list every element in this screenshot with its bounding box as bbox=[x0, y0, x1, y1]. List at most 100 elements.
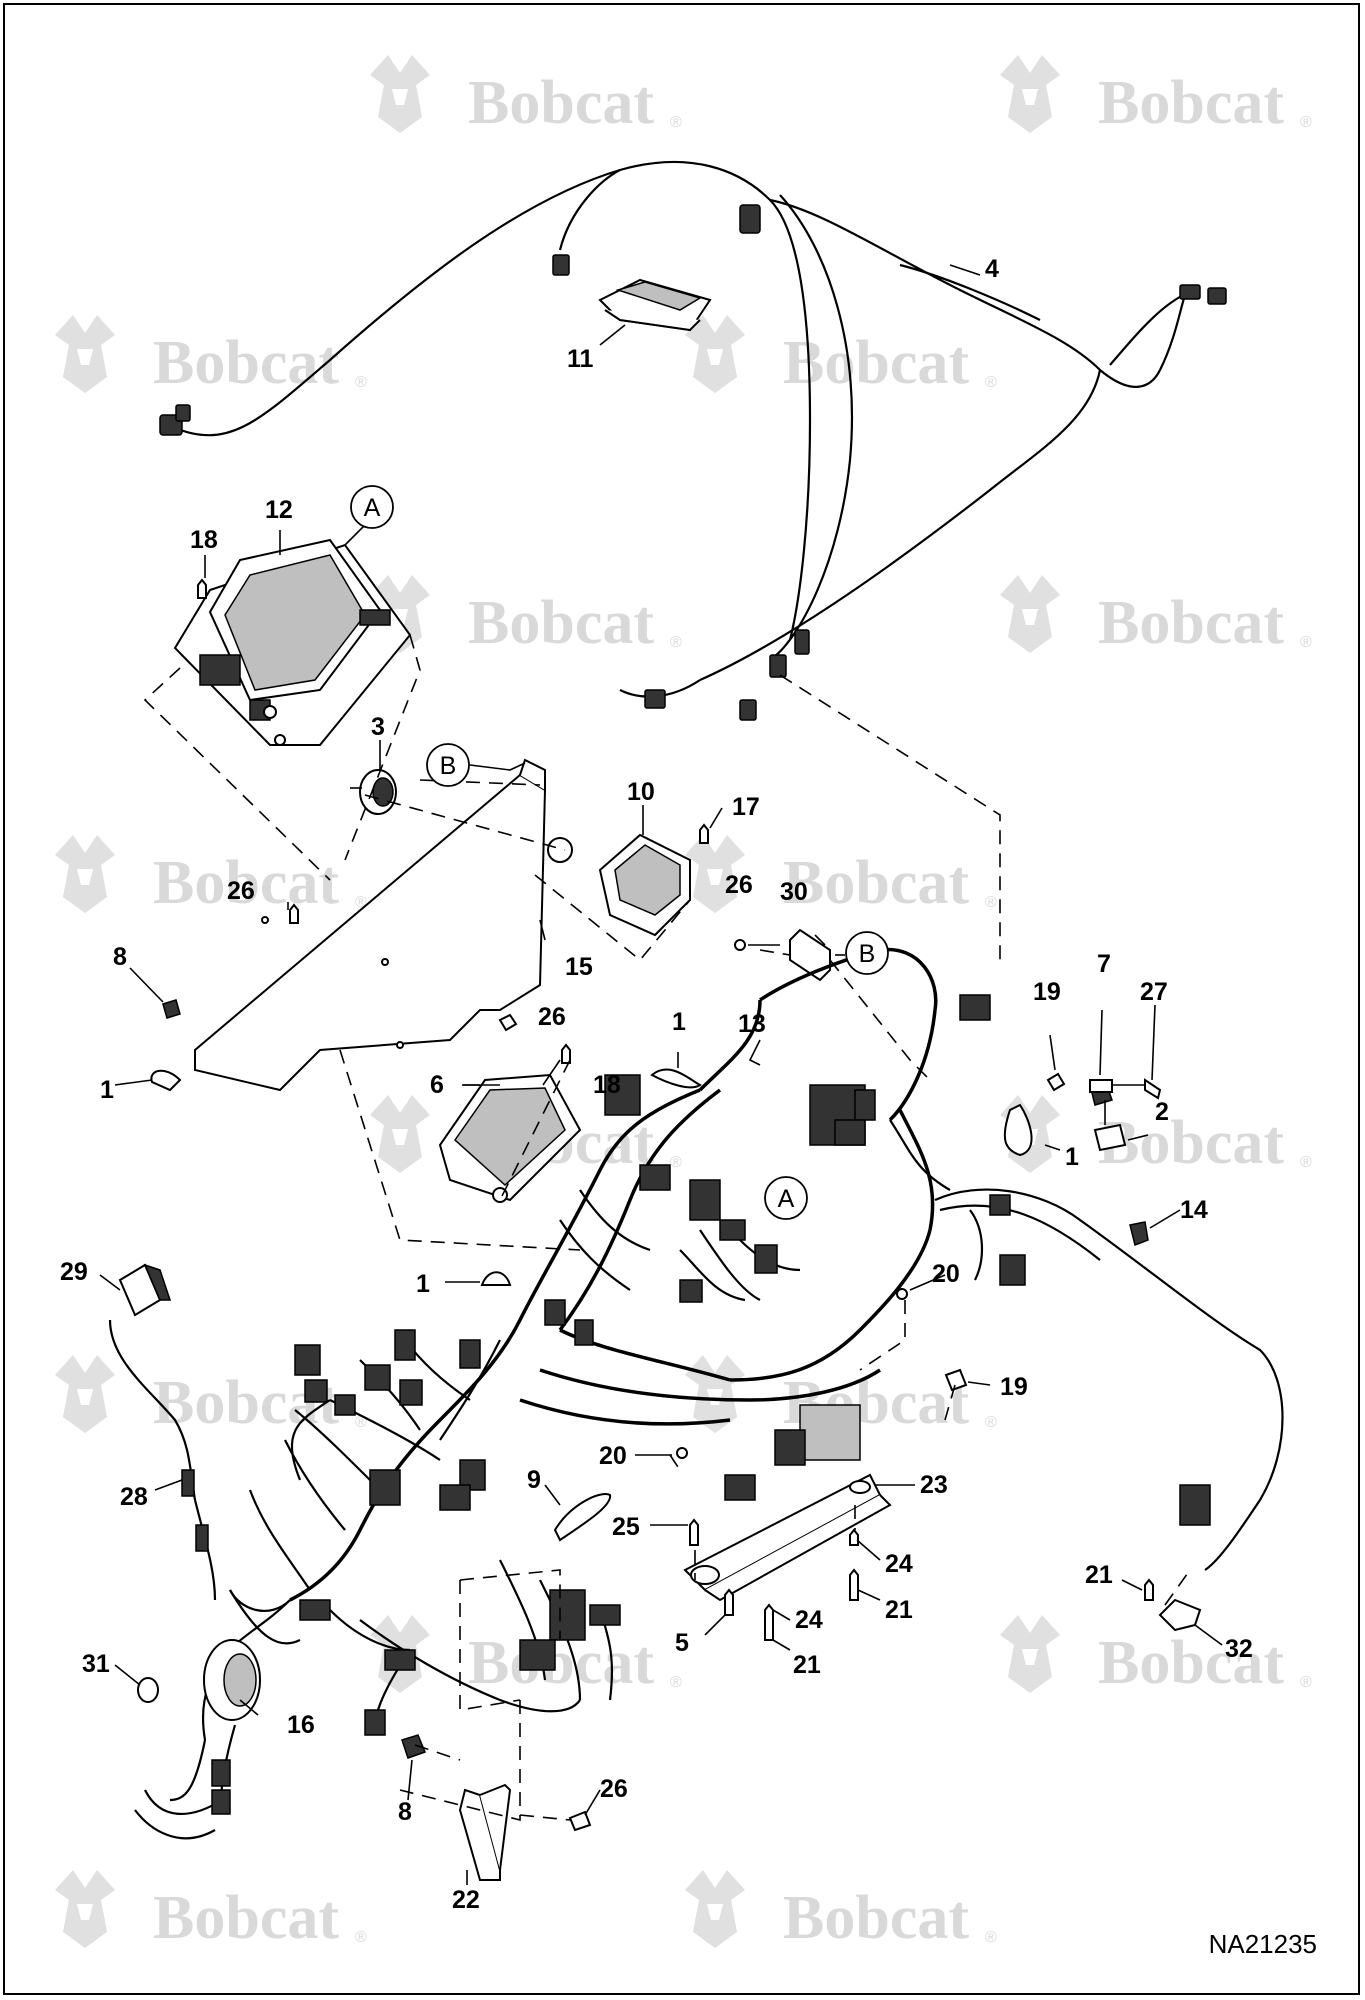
callout-13: 13 bbox=[738, 1010, 766, 1038]
watermark-reg: ® bbox=[1300, 634, 1312, 651]
callout-18: 18 bbox=[593, 1071, 621, 1099]
circle-ref-a-top: A bbox=[350, 485, 394, 529]
callout-4: 4 bbox=[985, 255, 999, 283]
watermark: Bobcat ® bbox=[685, 1870, 997, 1952]
part-16-horn bbox=[134, 1639, 261, 1840]
diagram-frame bbox=[3, 3, 1360, 1995]
part-11-module bbox=[598, 278, 712, 332]
callout-32: 32 bbox=[1225, 1635, 1253, 1663]
callout-21: 21 bbox=[885, 1596, 913, 1624]
circle-ref-a-label: A bbox=[778, 1185, 795, 1213]
circle-ref-b-label: B bbox=[859, 940, 876, 968]
part-15-bracket bbox=[194, 758, 573, 1092]
callout-28: 28 bbox=[120, 1483, 148, 1511]
part-14-clip bbox=[1129, 1221, 1149, 1247]
callout-19: 19 bbox=[1000, 1373, 1028, 1401]
watermark: Bobcat ® bbox=[55, 835, 367, 917]
callout-7: 7 bbox=[1097, 950, 1111, 978]
watermark: Bobcat ® bbox=[1000, 55, 1312, 137]
callout-6: 6 bbox=[430, 1071, 444, 1099]
parts-7-19-27-2 bbox=[1046, 1072, 1162, 1152]
part-9-clip bbox=[553, 1493, 612, 1542]
callout-9: 9 bbox=[527, 1466, 541, 1494]
circle-ref-b-top: B bbox=[426, 743, 470, 787]
callout-22: 22 bbox=[452, 1886, 480, 1914]
callout-20: 20 bbox=[932, 1260, 960, 1288]
part-22-bracket bbox=[401, 1734, 592, 1881]
callout-2: 2 bbox=[1155, 1098, 1169, 1126]
callout-26: 26 bbox=[725, 871, 753, 899]
callout-20: 20 bbox=[599, 1442, 627, 1470]
callout-1: 1 bbox=[672, 1008, 686, 1036]
part-12-controller bbox=[173, 538, 412, 746]
circle-ref-a-lower: A bbox=[764, 1176, 808, 1220]
watermark: Bobcat ® bbox=[370, 575, 682, 657]
callout-26: 26 bbox=[538, 1003, 566, 1031]
watermark-reg: ® bbox=[1300, 114, 1312, 131]
watermark-reg: ® bbox=[1300, 1154, 1312, 1171]
callout-8: 8 bbox=[398, 1798, 412, 1826]
callout-10: 10 bbox=[627, 778, 655, 806]
watermark: Bobcat ® bbox=[1000, 575, 1312, 657]
drawing-number: NA21235 bbox=[1208, 1929, 1317, 1959]
watermark: Bobcat ® bbox=[370, 55, 682, 137]
watermark-reg: ® bbox=[985, 374, 997, 391]
callout-1: 1 bbox=[100, 1076, 114, 1104]
callout-11: 11 bbox=[567, 345, 594, 373]
watermark-reg: ® bbox=[985, 1929, 997, 1946]
callout-8: 8 bbox=[113, 943, 127, 971]
callout-19: 19 bbox=[1033, 978, 1061, 1006]
part-6-module bbox=[438, 1073, 582, 1203]
callout-26: 26 bbox=[227, 877, 255, 905]
watermark-reg: ® bbox=[985, 894, 997, 911]
watermark-text: Bobcat bbox=[783, 1884, 969, 1952]
watermark-text: Bobcat bbox=[153, 329, 339, 397]
callout-5: 5 bbox=[675, 1629, 689, 1657]
watermark-text: Bobcat bbox=[1098, 1629, 1284, 1697]
part-29-28-sensor bbox=[108, 1263, 217, 1601]
watermark-text: Bobcat bbox=[783, 849, 969, 917]
part-1-clips bbox=[150, 1068, 1033, 1286]
callout-17: 17 bbox=[732, 793, 760, 821]
part-30-relay bbox=[734, 928, 831, 982]
watermark-text: Bobcat bbox=[1098, 69, 1284, 137]
callout-21: 21 bbox=[1085, 1561, 1113, 1589]
callout-18: 18 bbox=[190, 526, 218, 554]
main-harness bbox=[169, 947, 1284, 1802]
watermark-text: Bobcat bbox=[153, 849, 339, 917]
callout-23: 23 bbox=[920, 1471, 948, 1499]
watermark-text: Bobcat bbox=[468, 589, 654, 657]
watermark-reg: ® bbox=[670, 1154, 682, 1171]
callout-1: 1 bbox=[416, 1270, 430, 1298]
watermark-text: Bobcat bbox=[783, 329, 969, 397]
watermark-reg: ® bbox=[670, 634, 682, 651]
callout-31: 31 bbox=[82, 1650, 110, 1678]
watermark: Bobcat ® bbox=[55, 1870, 367, 1952]
callout-30: 30 bbox=[780, 878, 808, 906]
assembly-lines bbox=[143, 634, 1191, 1822]
callout-24: 24 bbox=[885, 1550, 913, 1578]
circle-ref-b-label: B bbox=[440, 752, 457, 780]
callout-27: 27 bbox=[1140, 978, 1168, 1006]
watermark-reg: ® bbox=[1300, 1674, 1312, 1691]
callout-labels: 4 11 12 18 3 10 17 26 26 30 8 15 19 7 27… bbox=[60, 255, 1253, 1914]
callout-24: 24 bbox=[795, 1606, 823, 1634]
watermark-text: Bobcat bbox=[153, 1369, 339, 1437]
watermark-reg: ® bbox=[670, 114, 682, 131]
watermark-text: Bobcat bbox=[1098, 589, 1284, 657]
part-3-buzzer bbox=[350, 769, 397, 815]
callout-12: 12 bbox=[265, 496, 293, 524]
callout-1: 1 bbox=[1065, 1143, 1079, 1171]
callout-29: 29 bbox=[60, 1258, 88, 1286]
watermark-reg: ® bbox=[985, 1414, 997, 1431]
watermark-reg: ® bbox=[670, 1674, 682, 1691]
part-23-panel-bracket bbox=[676, 1288, 968, 1641]
callout-21: 21 bbox=[793, 1651, 821, 1679]
leader-lines bbox=[99, 264, 1223, 1885]
watermark-reg: ® bbox=[355, 374, 367, 391]
callout-25: 25 bbox=[612, 1513, 640, 1541]
upper-harness bbox=[159, 160, 1227, 721]
watermark: Bobcat ® bbox=[685, 315, 997, 397]
callout-3: 3 bbox=[371, 713, 385, 741]
